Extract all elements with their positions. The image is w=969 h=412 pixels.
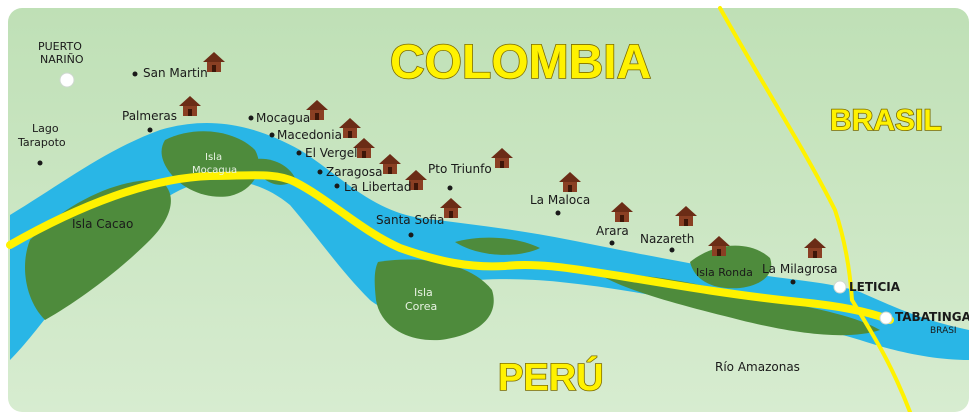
- isla-corea-shape: [374, 259, 494, 341]
- label-isla-cacao: Isla Cacao: [72, 217, 133, 231]
- label-tarapoto: Tarapoto: [17, 136, 66, 149]
- island-labels: Isla Mocagua Isla Cacao Isla Corea Isla …: [72, 152, 753, 313]
- label-la-libertad: La Libertad: [344, 180, 411, 194]
- label-macedonia: Macedonia: [277, 128, 342, 142]
- country-label-colombia: COLOMBIA: [390, 36, 651, 89]
- label-arara: Arara: [596, 224, 629, 238]
- isla-ronda-shape: [690, 245, 772, 289]
- country-label-brasil: BRASIL: [830, 104, 942, 137]
- label-lago: Lago: [32, 122, 59, 135]
- tabatinga-marker: [879, 311, 893, 325]
- label-tabatinga: TABATINGA: [895, 310, 969, 324]
- place-labels: PUERTO NARIÑO Lago Tarapoto San Martin P…: [17, 40, 969, 336]
- label-palmeras: Palmeras: [122, 109, 177, 123]
- label-isla-corea-1: Isla: [414, 286, 433, 299]
- label-mocagua: Mocagua: [256, 111, 310, 125]
- label-puerto: PUERTO: [38, 40, 82, 53]
- label-nazareth: Nazareth: [640, 232, 694, 246]
- country-label-peru: PERÚ: [498, 355, 604, 399]
- label-brasi: BRASI: [930, 326, 957, 336]
- label-san-martin: San Martin: [143, 66, 208, 80]
- label-isla-mocagua-2: Mocagua: [192, 165, 237, 176]
- leticia-marker: [833, 280, 847, 294]
- puerto-narino-marker: [59, 72, 75, 88]
- label-pto-triunfo: Pto Triunfo: [428, 162, 492, 176]
- label-santa-sofia: Santa Sofia: [376, 213, 444, 227]
- label-zaragosa: Zaragosa: [326, 165, 382, 179]
- border-line: [6, 6, 912, 412]
- label-isla-corea-2: Corea: [405, 300, 437, 313]
- label-narino: NARIÑO: [40, 53, 84, 66]
- label-rio-amazonas: Río Amazonas: [715, 360, 800, 374]
- label-isla-ronda: Isla Ronda: [696, 266, 753, 279]
- label-la-maloca: La Maloca: [530, 193, 590, 207]
- label-la-milagrosa: La Milagrosa: [762, 262, 837, 276]
- village-dots: [37, 71, 796, 285]
- label-el-vergel: El Vergel: [305, 146, 357, 160]
- label-leticia: LETICIA: [849, 280, 901, 294]
- label-isla-mocagua-1: Isla: [205, 152, 222, 163]
